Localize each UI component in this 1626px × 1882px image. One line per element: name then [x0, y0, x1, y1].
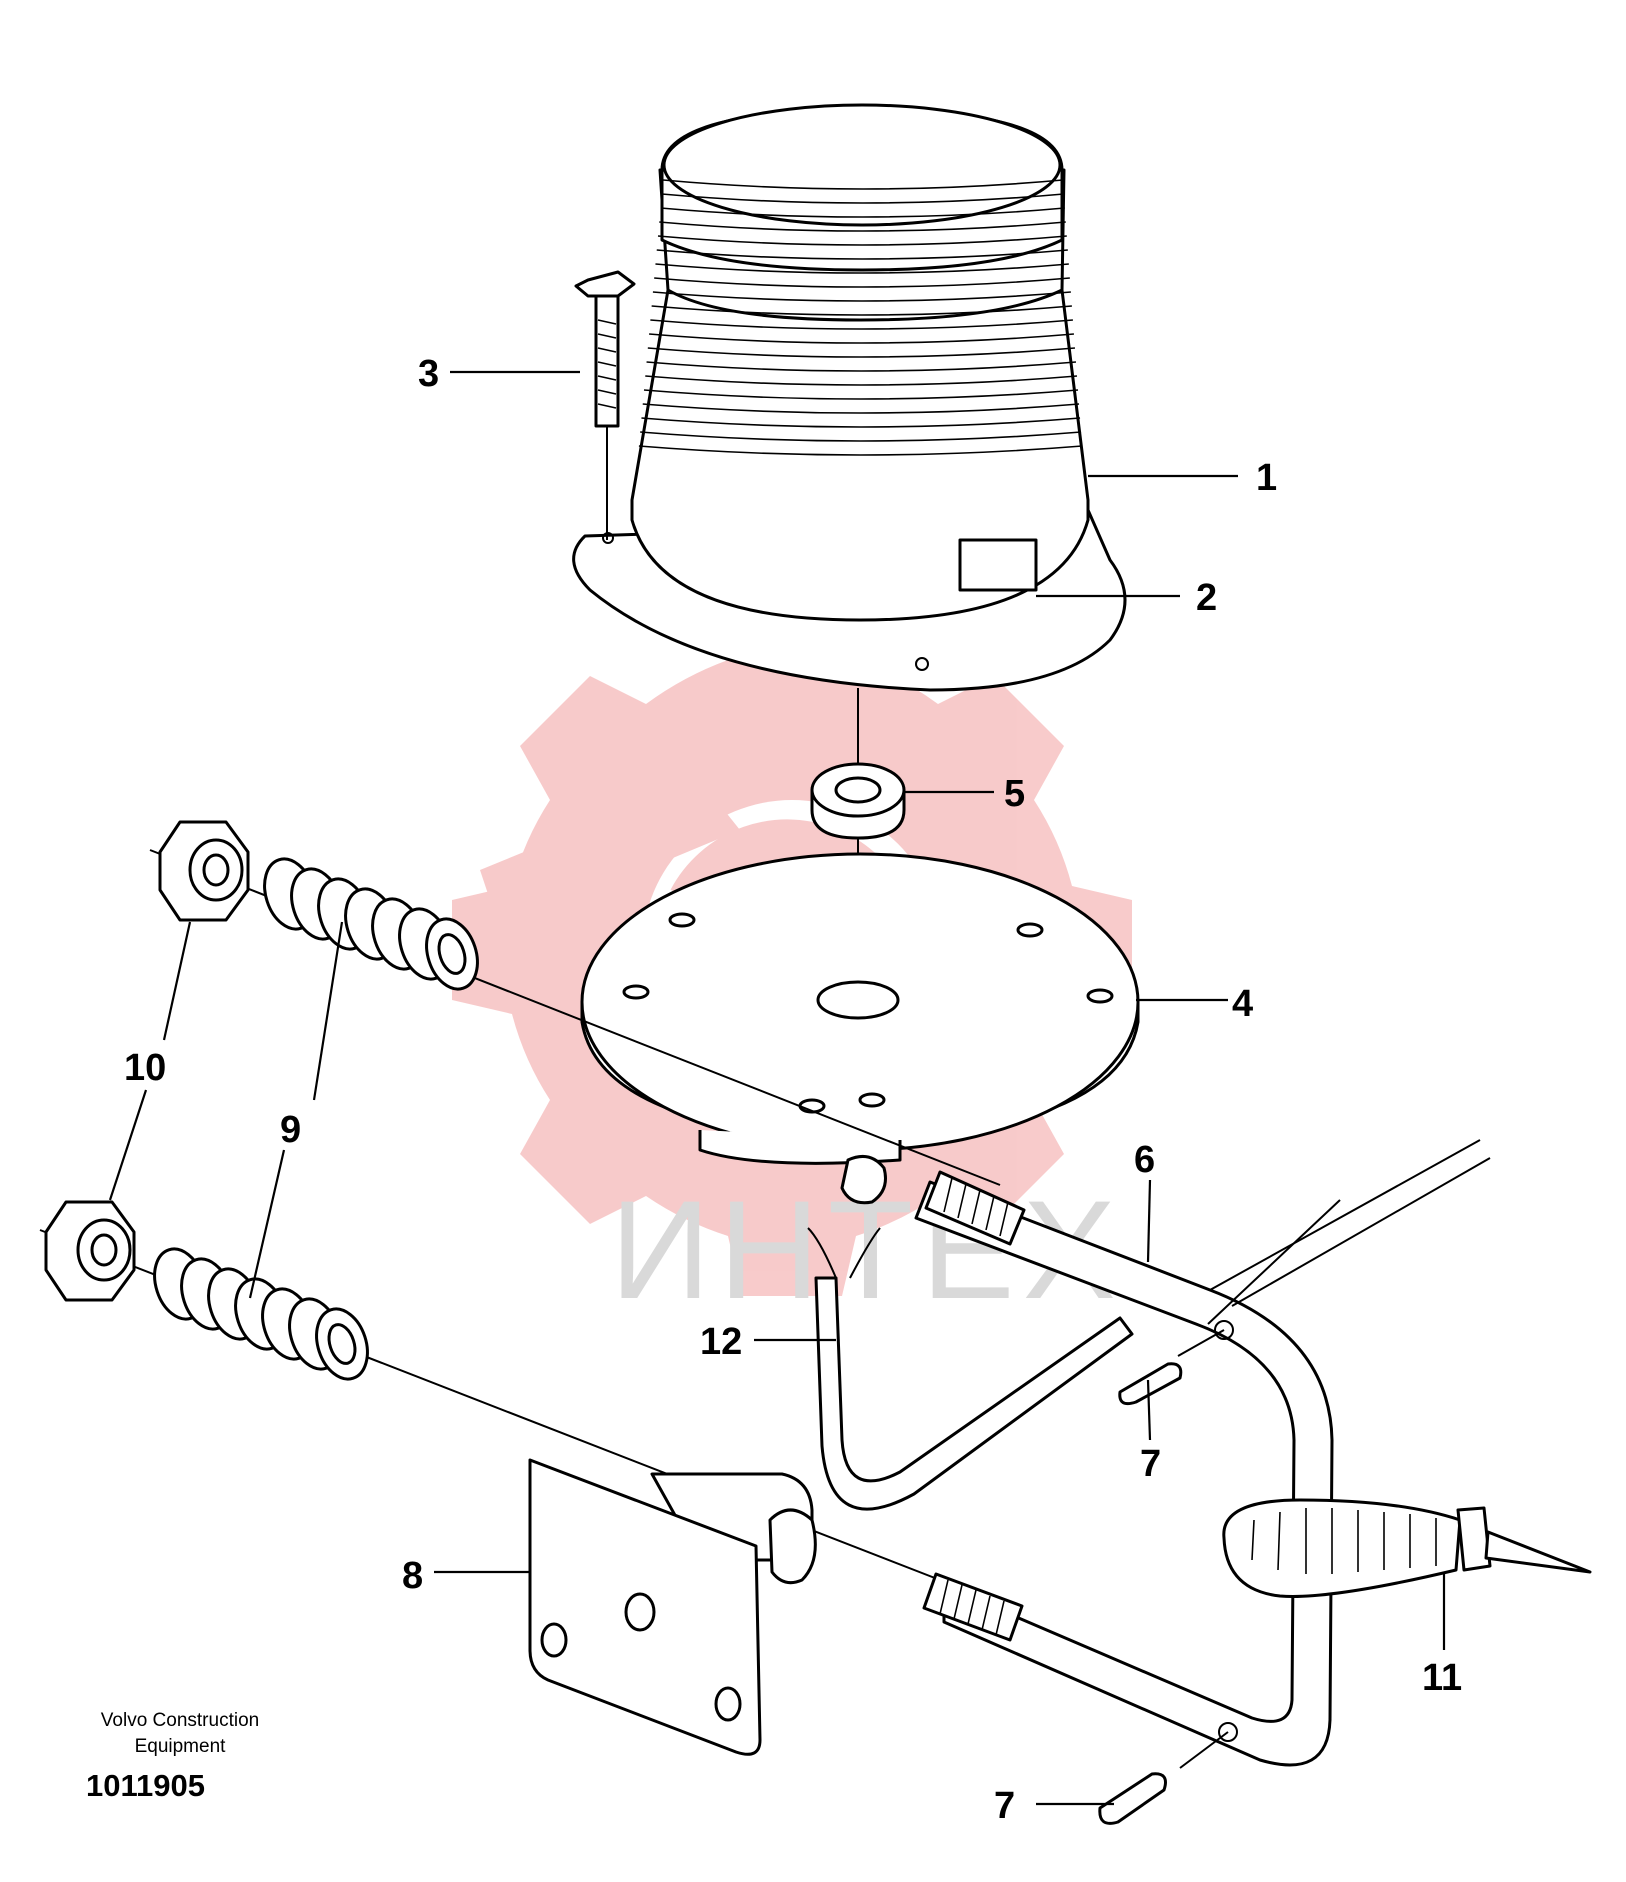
callout-3: 3: [418, 353, 439, 395]
rubber-grommet: [810, 762, 906, 840]
callout-10: 10: [124, 1047, 166, 1089]
label-plate: [958, 538, 1038, 592]
callout-5: 5: [1004, 773, 1025, 815]
cotter-pin-lower: [1098, 1722, 1238, 1825]
hex-nut-upper: [158, 820, 250, 922]
hex-nut-lower: [44, 1200, 136, 1302]
callout-11: 11: [1422, 1657, 1462, 1699]
beacon-lens-ribs: [638, 179, 1083, 456]
diagram-caption: Volvo Construction Equipment 1011905: [86, 1710, 259, 1803]
callout-7-upper: 7: [1140, 1443, 1161, 1485]
callout-12: 12: [700, 1321, 742, 1363]
drawing-number: 1011905: [86, 1768, 205, 1803]
callout-6: 6: [1134, 1139, 1155, 1181]
mounting-screw: [574, 270, 636, 540]
callout-7-lower: 7: [994, 1785, 1015, 1827]
u-bolt-bracket: [914, 1139, 1491, 1767]
cotter-pin-upper: [1118, 1320, 1234, 1406]
beacon-lamp: [572, 103, 1127, 692]
flange-bracket: [528, 1458, 817, 1756]
callout-labels: 1 2 3 4 5 6 7 7 8 9 10 11 12: [124, 353, 1462, 1827]
callout-2: 2: [1196, 577, 1217, 619]
callout-4: 4: [1232, 983, 1253, 1025]
caption-line-1: Volvo Construction: [101, 1710, 259, 1731]
callout-8: 8: [402, 1555, 423, 1597]
caption-line-2: Equipment: [135, 1736, 227, 1757]
callout-1: 1: [1256, 457, 1277, 499]
cable-tie: [1222, 1498, 1592, 1598]
compression-spring-upper: [263, 857, 479, 991]
callout-9: 9: [280, 1109, 301, 1151]
compression-spring-lower: [153, 1247, 369, 1381]
callout-leader-lines: [108, 370, 1446, 1806]
electric-cable: [807, 1154, 1134, 1511]
